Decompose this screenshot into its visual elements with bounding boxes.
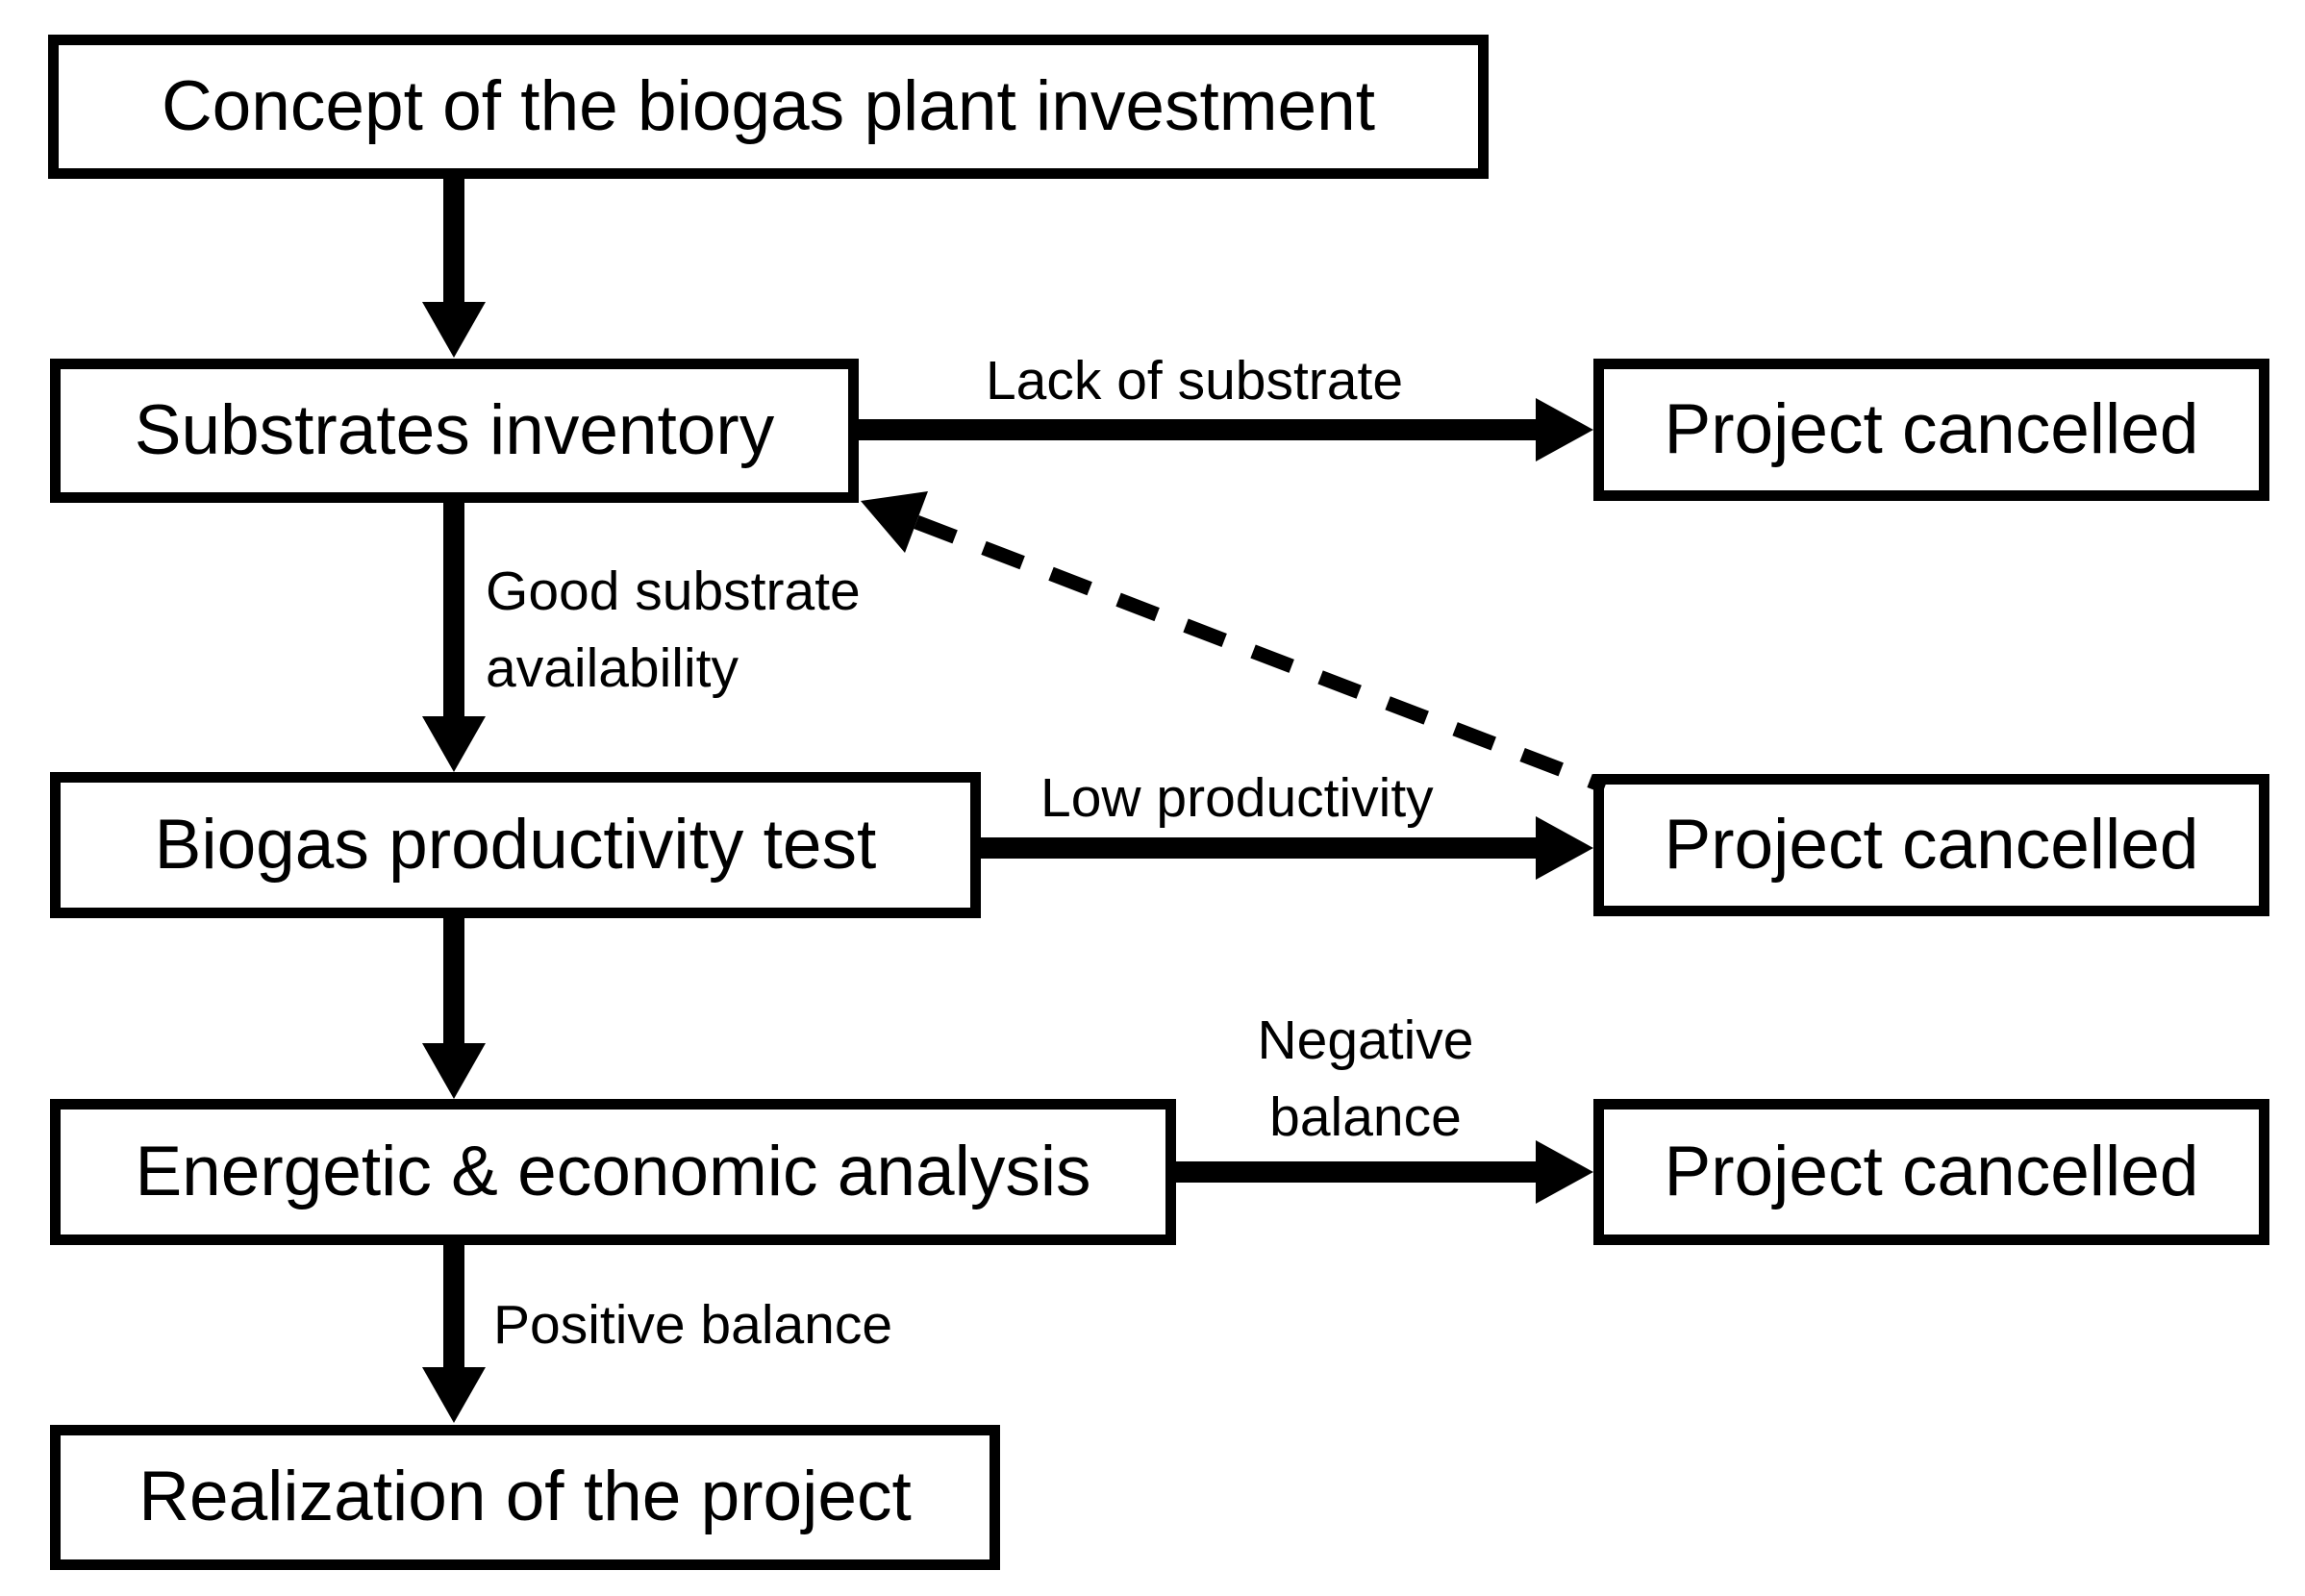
node-project-cancelled-top-label: Project cancelled — [1664, 389, 2199, 468]
edge-label-good-substrate-line2: availability — [486, 637, 739, 699]
arrow-down-head — [422, 1043, 486, 1099]
arrow-shaft — [979, 837, 1538, 859]
arrow-shaft — [443, 916, 464, 1045]
arrow-down-head — [422, 1367, 486, 1423]
arrow-shaft — [443, 177, 464, 304]
edge-label-negative-balance-line2: balance — [1269, 1086, 1462, 1148]
arrow-shaft — [443, 1243, 464, 1369]
arrow-right-head — [1536, 816, 1593, 880]
edge-label-negative-balance: Negative balance — [1202, 1002, 1529, 1156]
node-project-cancelled-bottom: Project cancelled — [1593, 1099, 2269, 1245]
node-project-cancelled-mid: Project cancelled — [1593, 774, 2269, 916]
dashed-feedback-arrowhead — [861, 491, 928, 553]
dashed-feedback-line — [914, 514, 1608, 794]
arrow-down-head — [422, 302, 486, 358]
node-project-cancelled-mid-label: Project cancelled — [1664, 805, 2199, 884]
edge-label-good-substrate-line1: Good substrate — [486, 561, 861, 622]
edge-label-low-productivity: Low productivity — [1040, 767, 1434, 829]
node-project-cancelled-top: Project cancelled — [1593, 359, 2269, 501]
node-energetic-economic-analysis-label: Energetic & economic analysis — [135, 1132, 1091, 1210]
arrow-shaft — [857, 419, 1538, 440]
arrow-down-head — [422, 716, 486, 772]
node-project-cancelled-bottom-label: Project cancelled — [1664, 1132, 2199, 1210]
node-substrates-inventory: Substrates inventory — [50, 359, 859, 503]
edge-label-good-substrate-availability: Good substrate availability — [486, 553, 861, 707]
arrow-right-head — [1536, 1140, 1593, 1204]
edge-label-positive-balance: Positive balance — [493, 1294, 893, 1356]
edge-label-negative-balance-line1: Negative — [1257, 1010, 1474, 1071]
node-energetic-economic-analysis: Energetic & economic analysis — [50, 1099, 1176, 1245]
arrow-right-head — [1536, 398, 1593, 461]
node-concept: Concept of the biogas plant investment — [48, 35, 1489, 179]
node-biogas-productivity-test: Biogas productivity test — [50, 772, 981, 918]
node-biogas-productivity-test-label: Biogas productivity test — [154, 805, 877, 884]
node-realization: Realization of the project — [50, 1425, 1000, 1570]
node-realization-label: Realization of the project — [138, 1458, 912, 1536]
arrow-shaft — [443, 501, 464, 718]
arrow-shaft — [1174, 1161, 1538, 1183]
node-concept-label: Concept of the biogas plant investment — [161, 66, 1376, 145]
edge-label-lack-of-substrate: Lack of substrate — [985, 350, 1404, 411]
node-substrates-inventory-label: Substrates inventory — [134, 390, 775, 469]
